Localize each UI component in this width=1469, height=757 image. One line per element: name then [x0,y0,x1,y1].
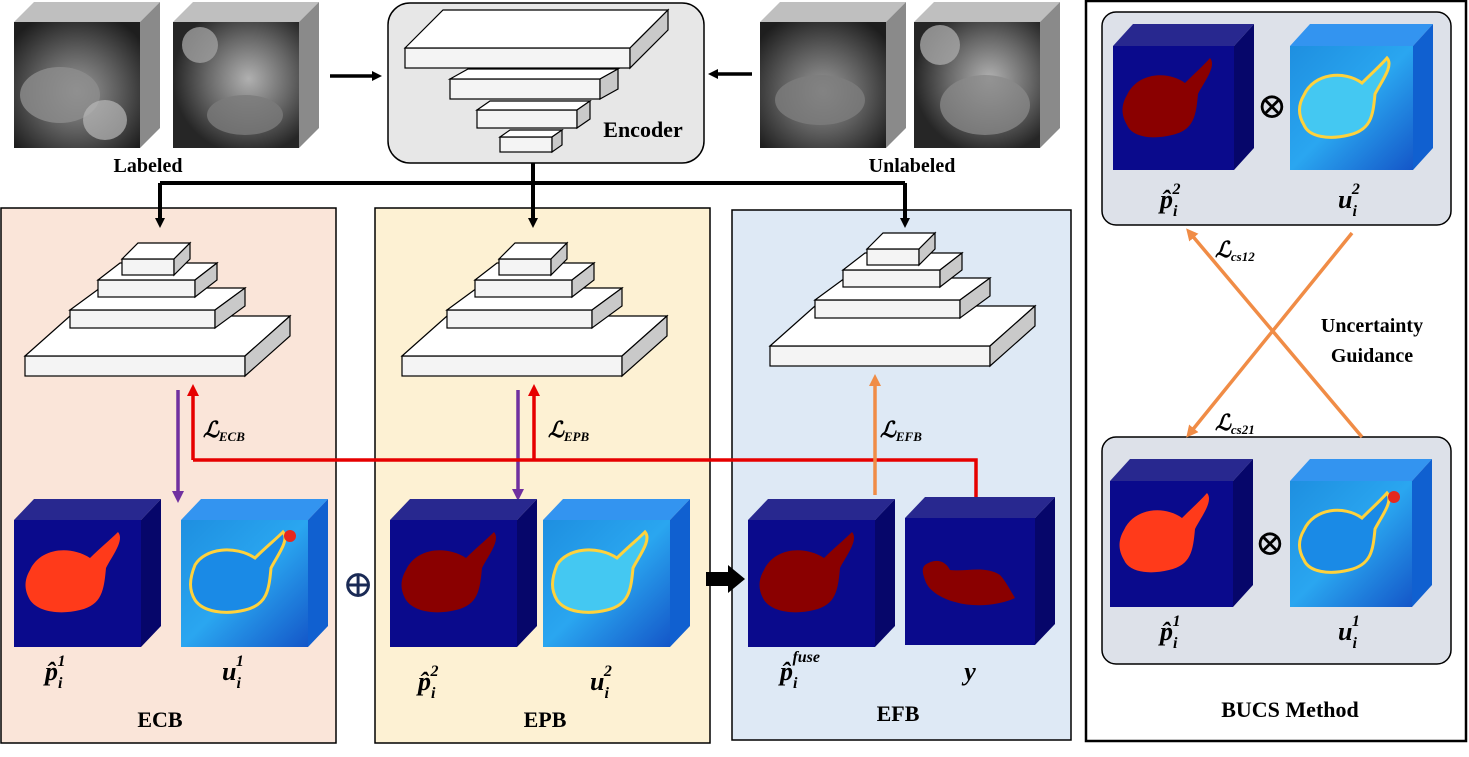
bucs-bottom-otimes: ⊗ [1255,523,1285,563]
efb-fuse-prediction-cube [748,499,895,647]
efb-loss-label: ℒEFB [880,417,922,444]
oplus-operator: ⊕ [342,564,374,606]
bucs-cross-arrow-21 [1186,231,1354,438]
bucs-top-otimes: ⊗ [1257,86,1287,126]
epb-to-efb-arrow [706,565,745,593]
unlabeled-volume-1 [760,2,906,148]
ecb-loss-label: ℒECB [203,417,245,444]
bucs-bottom-uncertainty-cube [1290,459,1432,607]
bucs-loss12-label: ℒcs12 [1215,237,1255,264]
efb-y-label: y [961,657,976,686]
bucs-guidance-line1: Uncertainty [1321,315,1423,337]
labeled-volume-2 [173,2,319,148]
bucs-top-prediction-cube [1113,24,1254,170]
encoder-label: Encoder [603,117,683,142]
bucs-top-p-label: p̂i2 [1158,181,1180,220]
efb-name: EFB [877,701,920,726]
labeled-label: Labeled [114,155,183,177]
bucs-bottom-p-label: p̂i1 [1158,613,1180,652]
bucs-bottom-u-label: ui1 [1338,613,1360,652]
supervision-path [193,458,978,502]
epb-u-label: ui2 [590,663,612,702]
labeled-volume-1 [14,2,160,148]
bucs-guidance-line2: Guidance [1331,345,1413,367]
epb-name: EPB [524,707,567,732]
ecb-u-label: ui1 [222,653,244,692]
epb-prediction-cube [390,499,537,647]
ecb-prediction-cube [14,499,161,647]
encoder-block [387,2,705,164]
bucs-top-uncertainty-cube [1290,24,1433,170]
ecb-p-label: p̂i1 [43,653,65,692]
bucs-cross-arrow-12 [1186,228,1364,439]
bucs-bottom-prediction-cube [1110,459,1253,607]
efb-p-label: p̂ifuse [778,649,820,692]
ecb-name: ECB [137,707,183,732]
efb-ground-truth-cube [905,497,1055,645]
bucs-top-u-label: ui2 [1338,181,1360,220]
ecb-uncertainty-cube [181,499,328,647]
bucs-title: BUCS Method [1221,697,1359,722]
unlabeled-label: Unlabeled [869,155,956,177]
unlabeled-volume-2 [914,2,1060,148]
epb-uncertainty-cube [543,499,690,647]
ecb-decoder [23,241,292,378]
epb-loss-label: ℒEPB [548,417,589,444]
bucs-loss21-label: ℒcs21 [1215,410,1255,437]
epb-p-label: p̂i2 [416,663,438,702]
